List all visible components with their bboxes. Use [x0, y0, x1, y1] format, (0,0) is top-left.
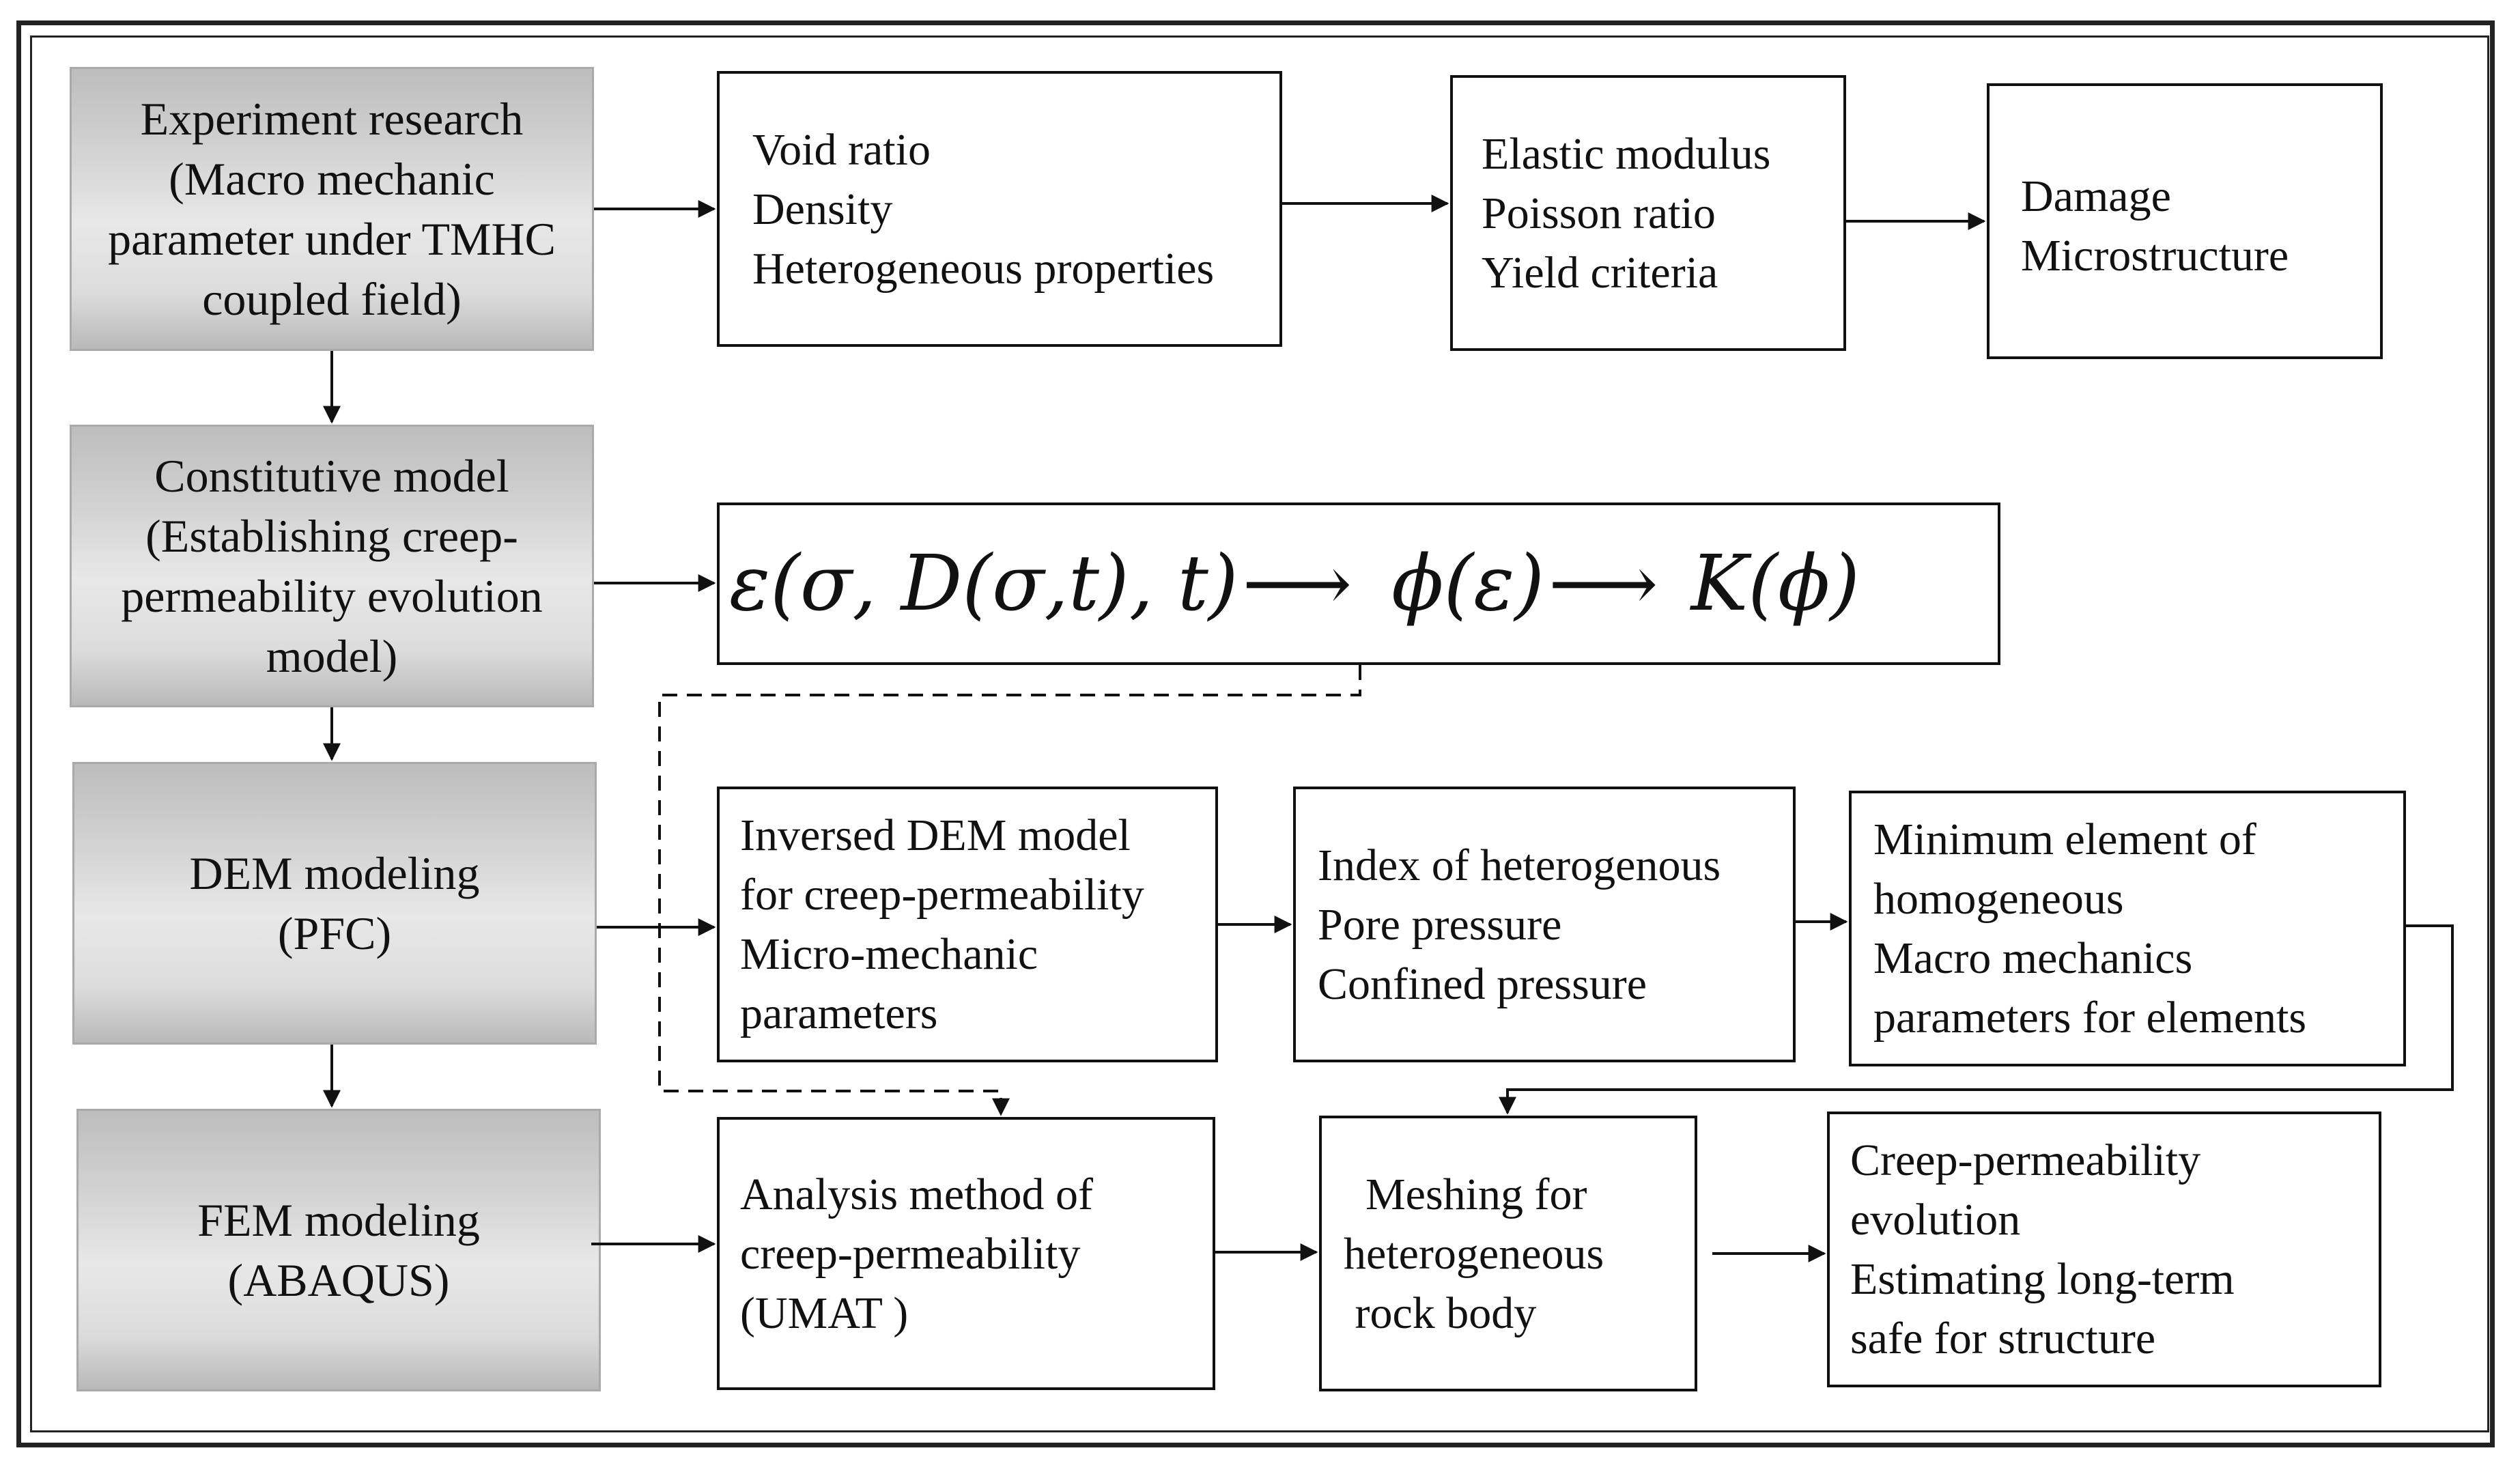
minimum-element-line-1: Minimum element of	[1873, 815, 2256, 864]
analysis-method-line-2: creep-permeability	[740, 1228, 1081, 1279]
damage-microstructure-box: Damage Microstructure	[1987, 83, 2383, 359]
inversed-dem-box: Inversed DEM model for creep-permeabilit…	[717, 787, 1218, 1062]
dem-modeling-box: DEM modeling (PFC)	[72, 762, 597, 1045]
constitutive-line-2: (Establishing creep-	[145, 510, 518, 562]
heterogenous-index-text: Index of heterogenous	[1318, 840, 1721, 890]
fem-modeling-box: FEM modeling (ABAQUS)	[76, 1109, 601, 1391]
inner-frame	[30, 36, 2489, 1432]
meshing-line-1: Meshing for	[1365, 1169, 1587, 1219]
yield-criteria-text: Yield criteria	[1482, 247, 1718, 298]
density-text: Density	[752, 184, 893, 234]
dem-line-1: DEM modeling	[189, 847, 480, 899]
creep-evolution-line-2: evolution	[1850, 1195, 2021, 1245]
creep-evolution-line-1: Creep-permeability	[1850, 1135, 2201, 1185]
inversed-dem-line-4: parameters	[740, 989, 938, 1038]
minimum-element-box: Minimum element of homogeneous Macro mec…	[1849, 791, 2406, 1066]
formula-arrow-2: ⟶	[1548, 539, 1658, 628]
dem-line-2: (PFC)	[277, 907, 392, 959]
inversed-dem-line-2: for creep-permeability	[740, 870, 1144, 920]
confined-pressure-text: Confined pressure	[1318, 959, 1647, 1009]
minimum-element-line-4: parameters for elements	[1873, 993, 2307, 1043]
material-properties-box: Void ratio Density Heterogeneous propert…	[717, 71, 1282, 347]
fem-line-1: FEM modeling	[197, 1194, 480, 1246]
analysis-method-box: Analysis method of creep-permeability (U…	[717, 1117, 1215, 1390]
creep-evolution-line-4: safe for structure	[1850, 1314, 2156, 1363]
fem-line-2: (ABAQUS)	[227, 1254, 450, 1306]
dashed-formula-to-analysis	[658, 665, 1361, 1116]
creep-evolution-box: Creep-permeability evolution Estimating …	[1827, 1112, 2381, 1387]
constitutive-line-4: model)	[266, 630, 398, 682]
experiment-research-box: Experiment research (Macro mechanic para…	[70, 67, 594, 351]
heterogeneous-properties-text: Heterogeneous properties	[752, 243, 1215, 294]
analysis-method-line-1: Analysis method of	[740, 1169, 1093, 1219]
strain-formula: ε(σ, D(σ,t), t)	[729, 539, 1238, 628]
heterogeneity-index-box: Index of heterogenous Pore pressure Conf…	[1293, 787, 1796, 1062]
porosity-formula: ϕ(ε)	[1391, 539, 1545, 628]
constitutive-model-box: Constitutive model (Establishing creep- …	[70, 425, 594, 707]
outer-frame	[16, 20, 2495, 1447]
mechanical-parameters-box: Elastic modulus Poisson ratio Yield crit…	[1450, 75, 1846, 351]
creep-evolution-line-3: Estimating long-term	[1850, 1254, 2235, 1304]
poisson-ratio-text: Poisson ratio	[1482, 188, 1716, 238]
experiment-line-1: Experiment research	[140, 93, 524, 145]
microstructure-text: Microstructure	[2021, 231, 2289, 281]
meshing-line-2: heterogeneous	[1344, 1228, 1604, 1279]
permeability-formula: K(ϕ)	[1690, 539, 1860, 628]
formula-arrow-1: ⟶	[1242, 539, 1353, 628]
experiment-line-3: parameter under TMHC	[108, 213, 556, 265]
constitutive-line-1: Constitutive model	[154, 450, 509, 502]
inversed-dem-line-1: Inversed DEM model	[740, 810, 1131, 860]
experiment-line-4: coupled field)	[202, 273, 462, 325]
inversed-dem-line-3: Micro-mechanic	[740, 929, 1038, 979]
minimum-element-line-3: Macro mechanics	[1873, 933, 2193, 983]
minimum-element-line-2: homogeneous	[1873, 874, 2124, 924]
meshing-box: Meshing for heterogeneous rock body	[1319, 1116, 1697, 1391]
pore-pressure-text: Pore pressure	[1318, 899, 1562, 950]
constitutive-line-3: permeability evolution	[121, 570, 543, 622]
meshing-line-3: rock body	[1344, 1288, 1537, 1338]
evolution-formula-box: ε(σ, D(σ,t), t) ⟶ ϕ(ε) ⟶ K(ϕ)	[717, 503, 2000, 665]
arrow-minimum-to-meshing	[1499, 924, 2454, 1115]
void-ratio-text: Void ratio	[752, 124, 931, 175]
elastic-modulus-text: Elastic modulus	[1482, 128, 1771, 179]
experiment-line-2: (Macro mechanic	[169, 153, 495, 205]
analysis-method-line-3: (UMAT )	[740, 1288, 909, 1338]
damage-text: Damage	[2021, 171, 2171, 221]
